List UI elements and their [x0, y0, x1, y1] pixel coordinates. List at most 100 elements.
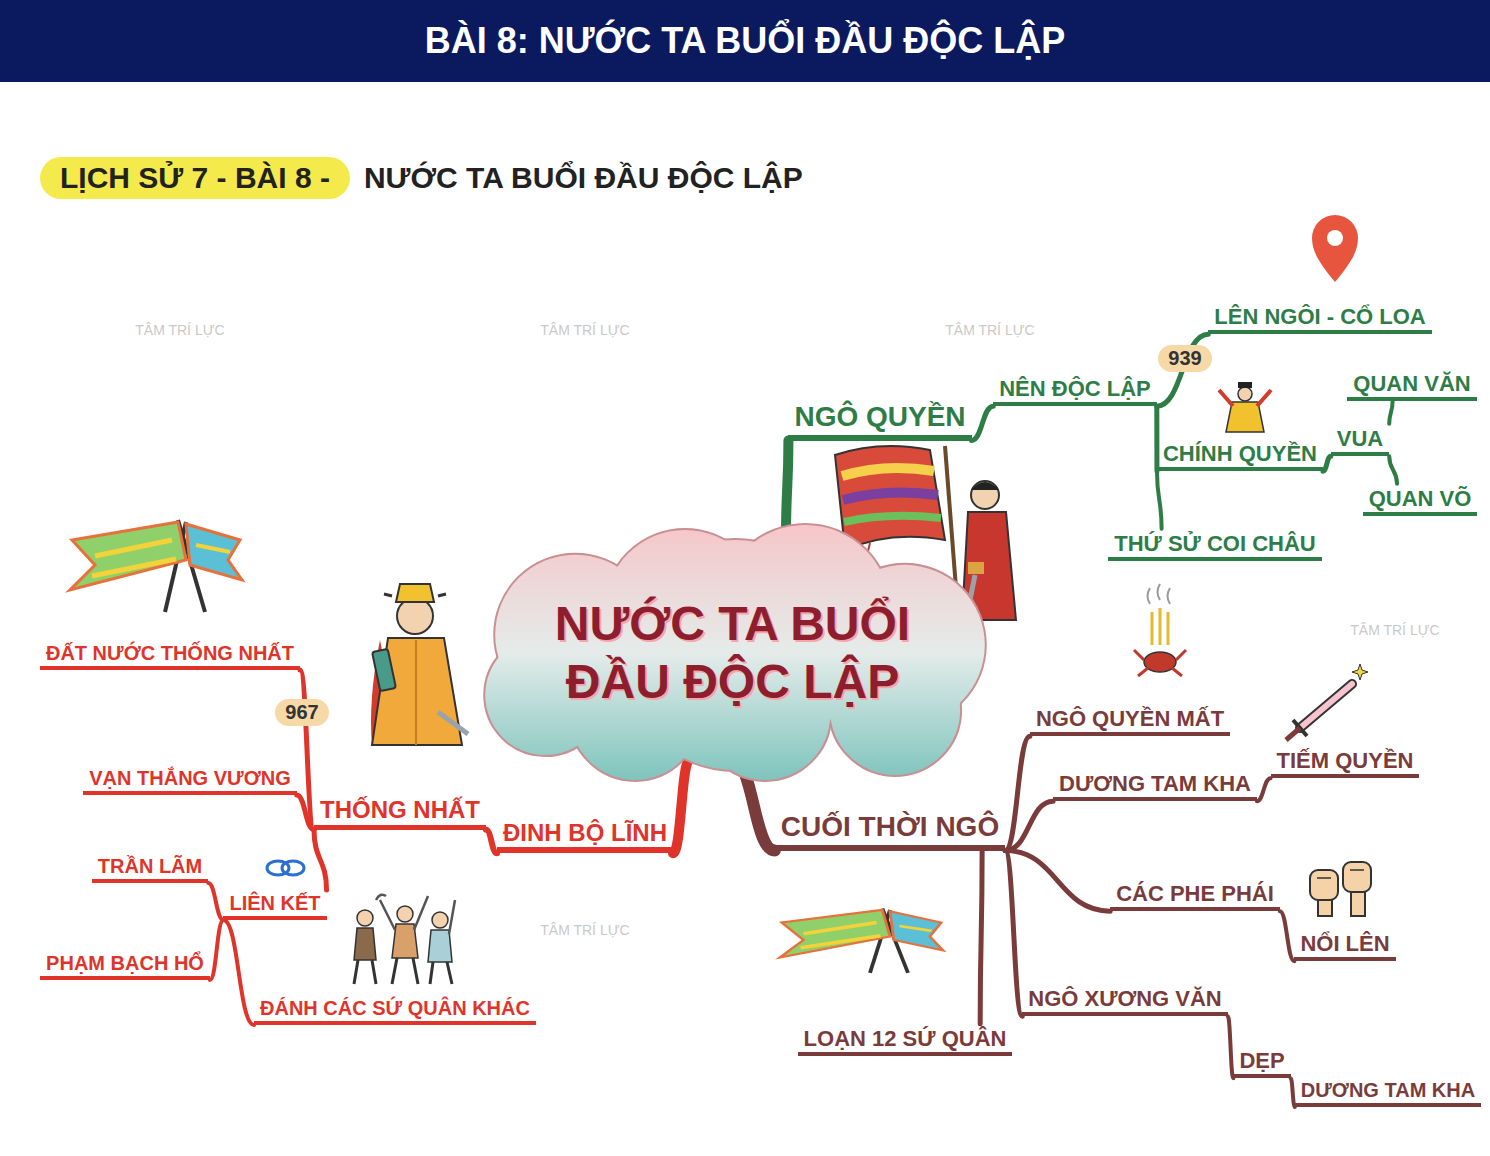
subtopic: LOẠN 12 SỨ QUÂN: [798, 1024, 1013, 1056]
branch-connector: [1257, 778, 1271, 801]
fighters-icon-part: [432, 912, 448, 928]
fighters-icon-part: [354, 928, 376, 960]
flags-icon-part: [186, 524, 242, 580]
crab-incense-icon: [1134, 584, 1186, 676]
main-topic: CUỐI THỜI NGÔ: [775, 809, 1005, 850]
king-dinh-figure-part: [415, 640, 417, 745]
node-text: QUAN VÕ: [1369, 486, 1472, 511]
subtopic: THỐNG NHẤT: [314, 794, 486, 830]
subtopic: CÁC PHE PHÁI: [1110, 879, 1280, 911]
node-text: LIÊN KẾT: [229, 892, 320, 915]
branch-connector: [1005, 851, 1110, 912]
node-text: CUỐI THỜI NGÔ: [781, 811, 999, 843]
branch-connector: [673, 760, 690, 854]
fighters-icon-part: [392, 958, 418, 984]
node-text: TIẾM QUYỀN: [1277, 748, 1414, 773]
branch-connector: [1157, 471, 1162, 529]
node-text: NGÔ XƯƠNG VĂN: [1028, 986, 1221, 1011]
cloud-shape: [465, 525, 1000, 780]
sword-icon: [1286, 664, 1368, 740]
branch-connector: [223, 920, 254, 1025]
crab-incense-icon-part: [1152, 608, 1168, 645]
subtopic: DẸP: [1233, 1046, 1290, 1078]
flags-icon-part: [196, 545, 230, 552]
watermark: TÂM TRÍ LỰC: [1350, 622, 1439, 638]
branch-connector: [297, 795, 314, 830]
subtopic: LÊN NGÔI - CỔ LOA: [1208, 302, 1431, 334]
warrior-figure-part: [971, 481, 999, 509]
warrior-figure-part: [835, 446, 945, 550]
fighters-icon: [354, 895, 455, 984]
fighters-icon-part: [380, 896, 428, 930]
fists-icon-part: [1343, 862, 1371, 892]
watermark: TÂM TRÍ LỰC: [945, 322, 1034, 338]
node-text: ĐÁNH CÁC SỨ QUÂN KHÁC: [260, 997, 530, 1020]
warrior-figure-part: [842, 468, 934, 476]
branch-connector: [1389, 401, 1392, 424]
subtitle-text: NƯỚC TA BUỔI ĐẦU ĐỘC LẬP: [364, 161, 803, 195]
branch-connector: [210, 920, 224, 980]
subtopic: LIÊN KẾT: [223, 890, 326, 920]
flags-icon-part: [70, 522, 186, 590]
node-text: THỐNG NHẤT: [320, 796, 480, 824]
king-dinh-figure-part: [397, 598, 433, 634]
highlight-heading: LỊCH SỬ 7 - BÀI 8 -: [40, 157, 350, 200]
flags-icon-part: [890, 911, 943, 950]
node-text: ĐINH BỘ LĨNH: [503, 819, 667, 847]
crab-incense-icon-part: [1148, 584, 1171, 604]
sword-icon-part: [1352, 664, 1368, 680]
branch-connector: [980, 851, 982, 1024]
branch-connector: [1005, 801, 1053, 850]
watermark: TÂM TRÍ LỰC: [540, 322, 629, 338]
subtopic: CHÍNH QUYỀN: [1157, 439, 1323, 471]
node-text: NỔI LÊN: [1300, 931, 1389, 956]
subtopic: VUA: [1331, 424, 1389, 456]
warrior-figure-part: [844, 516, 941, 522]
subtopic: NGÔ XƯƠNG VĂN: [1022, 984, 1227, 1016]
central-cloud: NƯỚC TA BUỔI ĐẦU ĐỘC LẬP: [465, 525, 1000, 780]
king-icon: [1219, 382, 1271, 432]
map-pin-icon-part: [1312, 215, 1358, 282]
fighters-icon-part: [430, 962, 452, 984]
node-text: LỊCH SỬ 7 - BÀI 8 -: [60, 161, 330, 196]
crab-incense-icon-part: [1134, 650, 1186, 676]
sword-icon-part: [1300, 684, 1352, 728]
node-text: NGÔ QUYỀN: [794, 401, 965, 433]
year-badge: 939: [1158, 345, 1211, 372]
subtopic: ĐÁNH CÁC SỨ QUÂN KHÁC: [254, 995, 536, 1025]
flags-icon-part: [899, 926, 931, 931]
connector-group: [208, 334, 1397, 1107]
node-text: THỨ SỬ COI CHÂU: [1114, 531, 1316, 556]
flags-icon: [70, 520, 242, 612]
node-text: DƯƠNG TAM KHA: [1059, 771, 1251, 796]
fists-icon: [1310, 862, 1371, 916]
flags-icon-part: [780, 910, 890, 958]
node-text: QUAN VĂN: [1353, 371, 1470, 396]
king-icon-part: [1238, 382, 1252, 388]
subtopic: QUAN VÕ: [1363, 484, 1478, 516]
node-text: DƯƠNG TAM KHA: [1301, 1079, 1475, 1102]
node-text: LOẠN 12 SỨ QUÂN: [804, 1026, 1007, 1051]
king-dinh-figure-part: [396, 584, 434, 602]
node-text: PHẠM BẠCH HỔ: [46, 952, 204, 975]
subtopic: PHẠM BẠCH HỔ: [40, 950, 210, 980]
flags-icon-part: [801, 923, 881, 948]
subtopic: DƯƠNG TAM KHA: [1295, 1077, 1481, 1107]
title-band: BÀI 8: NƯỚC TA BUỔI ĐẦU ĐỘC LẬP: [0, 0, 1490, 82]
branch-connector: [314, 830, 327, 890]
warrior-figure-part: [971, 482, 999, 490]
watermark: TÂM TRÍ LỰC: [540, 922, 629, 938]
node-text: DẸP: [1239, 1048, 1284, 1073]
subtopic: NÊN ĐỘC LẬP: [993, 374, 1157, 406]
king-dinh-figure: [371, 584, 468, 745]
branch-connector: [972, 406, 994, 440]
node-text: TRẦN LÃM: [98, 855, 202, 878]
node-text: NƯỚC TA BUỔI ĐẦU ĐỘC LẬP: [518, 595, 948, 710]
branch-connector: [786, 441, 788, 536]
node-text: NGÔ QUYỀN MẤT: [1036, 706, 1224, 731]
sword-icon-part: [1300, 684, 1352, 728]
watermark: TÂM TRÍ LỰC: [135, 322, 224, 338]
subtopic: DƯƠNG TAM KHA: [1053, 769, 1257, 801]
chain-link-icon-part: [282, 861, 304, 875]
subtopic: NGÔ QUYỀN MẤT: [1030, 704, 1230, 736]
